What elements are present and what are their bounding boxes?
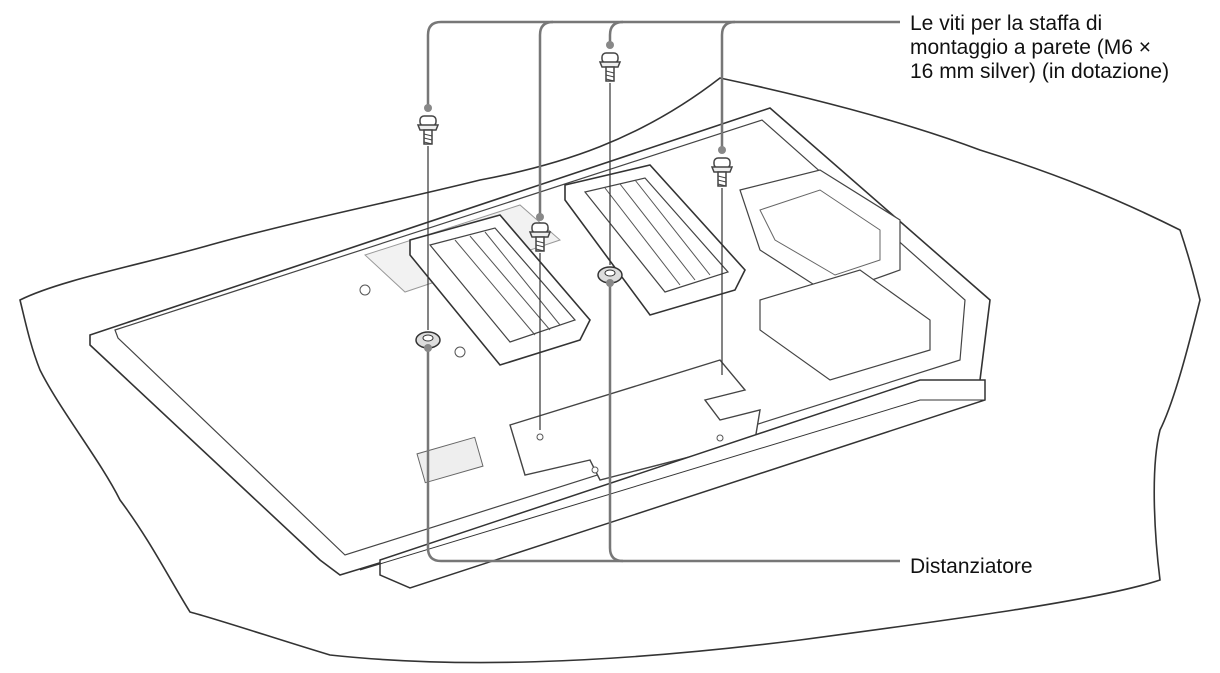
vent-panel	[416, 436, 484, 484]
screw-1	[417, 115, 439, 145]
rear-cover-right	[739, 169, 901, 296]
stand-neck-plate	[509, 359, 761, 481]
screws-label-line-3: 16 mm silver) (in dotazione)	[910, 60, 1170, 83]
screws-label-line-2: montaggio a parete (M6 ×	[910, 36, 1152, 59]
spacer-callout-lines	[426, 283, 900, 563]
screws-label-line-1: Le viti per la staffa di	[910, 12, 1103, 35]
spacer-callout-label: Distanziatore	[910, 555, 1033, 578]
screw-3	[599, 52, 621, 82]
screws-callout-lines	[426, 20, 900, 217]
wall-mount-bracket-left	[409, 214, 591, 366]
screws-callout-label: Le viti per la staffa di montaggio a par…	[910, 12, 1169, 84]
